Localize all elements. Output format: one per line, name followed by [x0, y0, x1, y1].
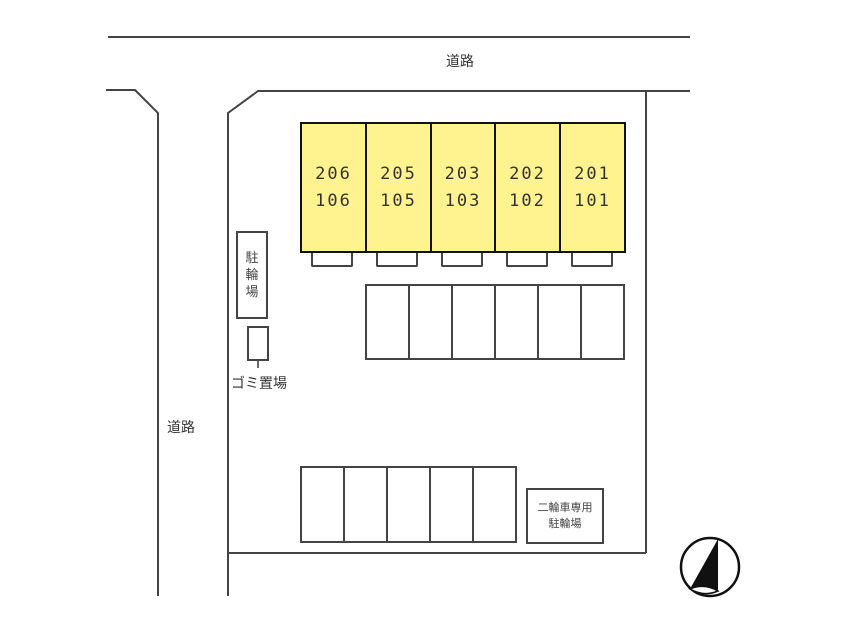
parking-slot — [472, 466, 517, 543]
unit-202-102: 202 102 — [494, 122, 561, 253]
unit-lower-number: 102 — [509, 190, 546, 211]
motorbike-parking: 二輪車専用 駐輪場 — [526, 488, 604, 544]
entrance-step — [376, 253, 418, 267]
unit-lower-number: 101 — [574, 190, 611, 211]
bicycle-parking-char: 駐 — [245, 250, 259, 266]
parking-slot — [451, 284, 496, 360]
parking-slot — [386, 466, 431, 543]
unit-206-106: 206 106 — [300, 122, 367, 253]
garbage-area-label: ゴミ置場 — [231, 376, 287, 392]
parking-slot — [300, 466, 345, 543]
unit-201-101: 201 101 — [559, 122, 626, 253]
parking-slot — [580, 284, 625, 360]
entrance-step — [506, 253, 548, 267]
parking-slot — [365, 284, 410, 360]
bicycle-parking-char: 輪 — [245, 267, 259, 283]
parking-slot — [429, 466, 474, 543]
left-road-label: 道路 — [167, 420, 195, 436]
top-road-label: 道路 — [446, 54, 474, 70]
unit-lower-number: 103 — [444, 190, 482, 211]
parking-slot — [537, 284, 582, 360]
entrance-step — [441, 253, 483, 267]
parking-slot — [343, 466, 388, 543]
unit-lower-number: 105 — [380, 190, 417, 211]
motorbike-parking-line2: 駐輪場 — [548, 517, 582, 530]
bicycle-parking-char: 場 — [245, 284, 259, 300]
unit-205-105: 205 105 — [365, 122, 432, 253]
unit-upper-number: 202 — [509, 163, 546, 184]
entrance-step — [311, 253, 353, 267]
motorbike-parking-line1: 二輪車専用 — [537, 501, 593, 514]
north-arrow-icon — [679, 536, 741, 598]
garbage-area-box — [247, 326, 269, 361]
unit-upper-number: 203 — [444, 163, 482, 184]
unit-upper-number: 206 — [315, 163, 352, 184]
bicycle-parking: 駐 輪 場 — [236, 231, 268, 319]
unit-upper-number: 205 — [380, 163, 417, 184]
unit-lower-number: 106 — [315, 190, 352, 211]
parking-slot — [408, 284, 453, 360]
unit-203-103: 203 103 — [430, 122, 496, 253]
unit-upper-number: 201 — [574, 163, 611, 184]
entrance-step — [571, 253, 613, 267]
parking-slot — [494, 284, 539, 360]
